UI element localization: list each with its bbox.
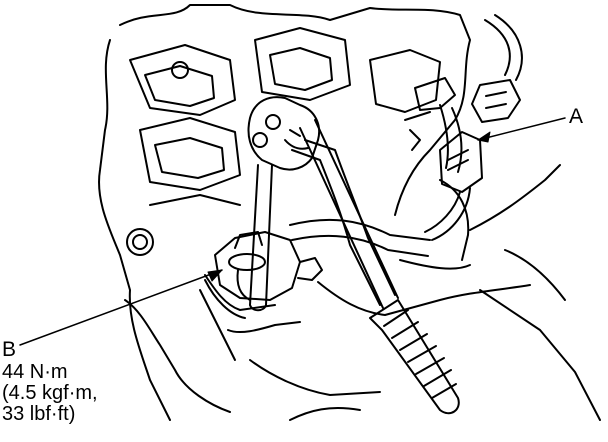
leader-line-a xyxy=(477,117,566,141)
callout-label-b: B xyxy=(2,338,17,361)
callout-label-a: A xyxy=(569,105,584,128)
socket-extension xyxy=(249,164,273,312)
torque-spec: 44 N·m (4.5 kgf·m, 33 lbf·ft) xyxy=(2,362,98,425)
coolant-hose xyxy=(289,218,431,257)
leader-arrow-b xyxy=(207,269,223,282)
leader-arrow-a xyxy=(477,131,491,143)
wiring-harness xyxy=(404,14,523,173)
engine-block-casting xyxy=(98,4,601,421)
torque-line-1: 44 N·m xyxy=(2,361,68,383)
wrench-handle xyxy=(291,139,396,306)
connector-a xyxy=(424,131,483,241)
torque-line-3: 33 lbf·ft) xyxy=(2,403,76,425)
torque-line-2: (4.5 kgf·m, xyxy=(2,382,98,404)
ratchet-handle xyxy=(299,119,460,415)
sensor-housing-b xyxy=(199,231,323,361)
ratchet-wrench xyxy=(247,96,320,171)
leader-line-b xyxy=(19,269,223,346)
